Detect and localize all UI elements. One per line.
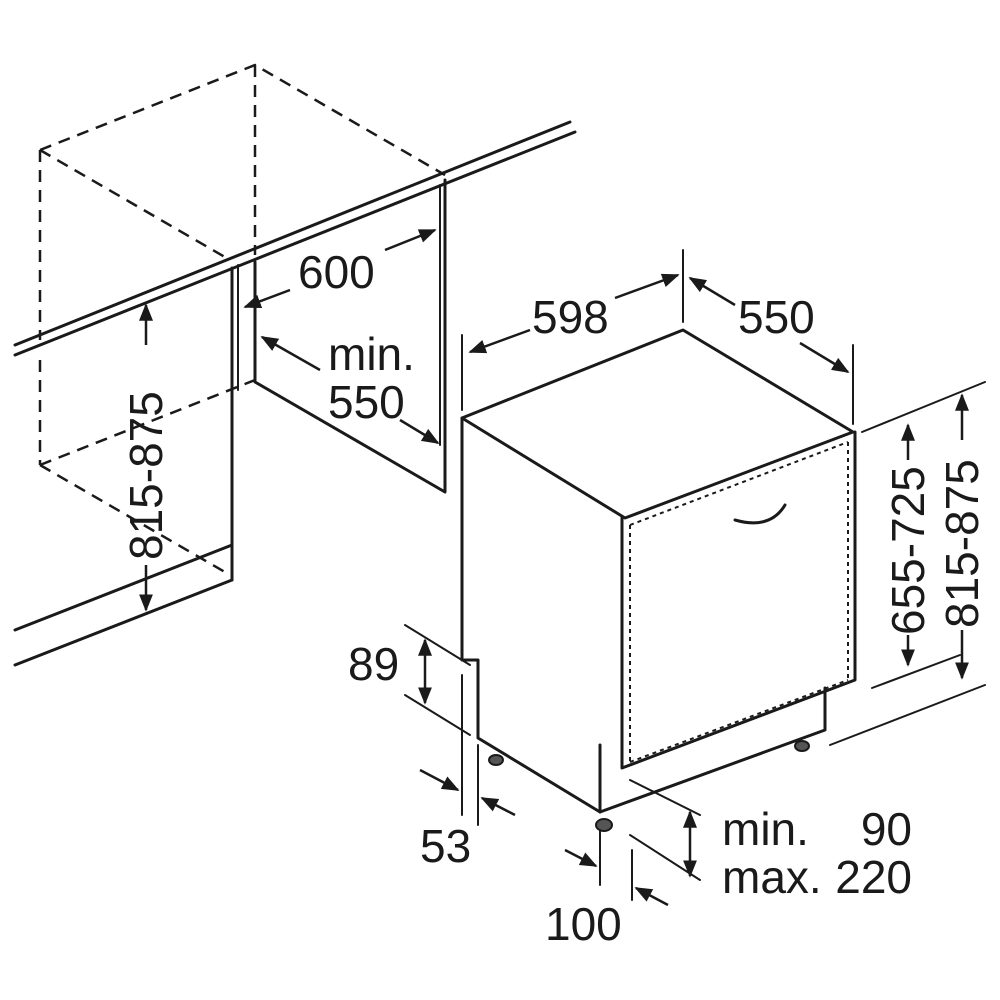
door-handle (733, 503, 787, 525)
dishwasher-top (460, 328, 855, 520)
niche-depth-min-label: min. (328, 328, 415, 380)
dishwasher-body (460, 328, 857, 832)
foot-offset-arrow-right (634, 886, 669, 907)
width-arrow-right (614, 273, 680, 300)
niche-depth-value-label: 550 (328, 376, 405, 428)
width-label: 598 (532, 291, 609, 343)
setback-arrow-left (419, 768, 460, 792)
depth-arrow-right (799, 341, 850, 374)
foot-front-right (794, 740, 810, 752)
dishwasher-front-door (620, 430, 857, 770)
plinth-height-label: 89 (348, 638, 399, 690)
niche-width-label: 600 (298, 246, 375, 298)
height-label: 815-875 (936, 459, 988, 628)
plinth-min-label: min. (722, 803, 809, 855)
plinth-min-value: 90 (861, 803, 912, 855)
foot-front-left (595, 818, 613, 832)
niche-back-wall (253, 178, 447, 494)
niche-dimensions: 600 min. 550 815-875 (120, 228, 440, 612)
dishwasher-left-side (460, 416, 602, 814)
setback-label: 53 (420, 820, 471, 872)
foot-offset-label: 100 (545, 898, 622, 950)
niche-depth-arrow-top (260, 335, 321, 372)
dishwasher-plinth (598, 686, 827, 814)
niche-height-label: 815-875 (120, 391, 172, 560)
dishwasher-dimensions: 598 550 655-725 815-875 89 53 100 (348, 249, 988, 950)
setback-arrow-right (480, 796, 516, 817)
foot-offset-arrow-left (564, 848, 598, 868)
upper-cabinet-outline (39, 63, 446, 177)
depth-label: 550 (738, 291, 815, 343)
countertop-front (13, 120, 572, 347)
width-arrow-left (468, 328, 531, 354)
niche-width-arrow-right (384, 228, 437, 252)
cabinet-niche (13, 63, 577, 667)
niche-width-arrow-left (243, 288, 291, 309)
depth-arrow-left (688, 276, 736, 307)
niche-depth-arrow-bottom (399, 418, 440, 445)
foot-rear-left (488, 754, 504, 766)
door-height-label: 655-725 (882, 466, 934, 635)
plinth-max-value: 220 (835, 851, 912, 903)
plinth-max-label: max. (722, 851, 822, 903)
